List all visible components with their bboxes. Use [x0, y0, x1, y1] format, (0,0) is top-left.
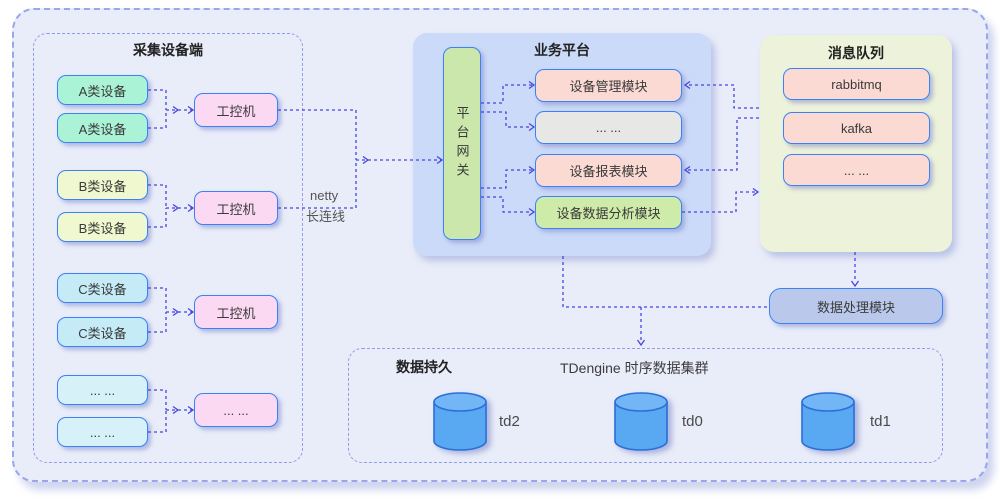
module-device-management: 设备管理模块 — [535, 69, 682, 102]
module-device-data-analysis: 设备数据分析模块 — [535, 196, 682, 229]
collector-panel-title: 采集设备端 — [133, 42, 203, 58]
message-queue-title: 消息队列 — [828, 45, 884, 61]
tdengine-cluster-label: TDengine 时序数据集群 — [560, 360, 709, 376]
platform-gateway-label: 平台网关 — [454, 105, 470, 182]
mq-rabbitmq: rabbitmq — [783, 68, 930, 100]
device-b-1: B类设备 — [57, 170, 148, 200]
mq-kafka: kafka — [783, 112, 930, 144]
db-label-td0: td0 — [682, 413, 703, 430]
platform-gateway: 平台网关 — [443, 47, 481, 240]
persistence-title: 数据持久 — [396, 359, 452, 375]
device-c-2: C类设备 — [57, 317, 148, 347]
device-b-2: B类设备 — [57, 212, 148, 242]
long-connection-label: 长连线 — [306, 209, 346, 224]
device-other-2: ... ... — [57, 417, 148, 447]
collector-panel — [33, 33, 303, 463]
database-icon-td2 — [433, 392, 487, 451]
module-device-report: 设备报表模块 — [535, 154, 682, 187]
db-label-td2: td2 — [499, 413, 520, 430]
industrial-pc-2: 工控机 — [194, 191, 278, 225]
device-other-1: ... ... — [57, 375, 148, 405]
device-a-1: A类设备 — [57, 75, 148, 105]
netty-label: netty — [310, 188, 339, 203]
db-label-td1: td1 — [870, 413, 891, 430]
industrial-pc-3: 工控机 — [194, 295, 278, 329]
persistence-panel — [348, 348, 943, 463]
industrial-pc-other: ... ... — [194, 393, 278, 427]
industrial-pc-1: 工控机 — [194, 93, 278, 127]
module-ellipsis: ... ... — [535, 111, 682, 144]
mq-ellipsis: ... ... — [783, 154, 930, 186]
device-c-1: C类设备 — [57, 273, 148, 303]
device-a-2: A类设备 — [57, 113, 148, 143]
data-processing-module: 数据处理模块 — [769, 288, 943, 324]
database-icon-td0 — [614, 392, 668, 451]
database-icon-td1 — [801, 392, 855, 451]
business-platform-title: 业务平台 — [534, 42, 590, 58]
